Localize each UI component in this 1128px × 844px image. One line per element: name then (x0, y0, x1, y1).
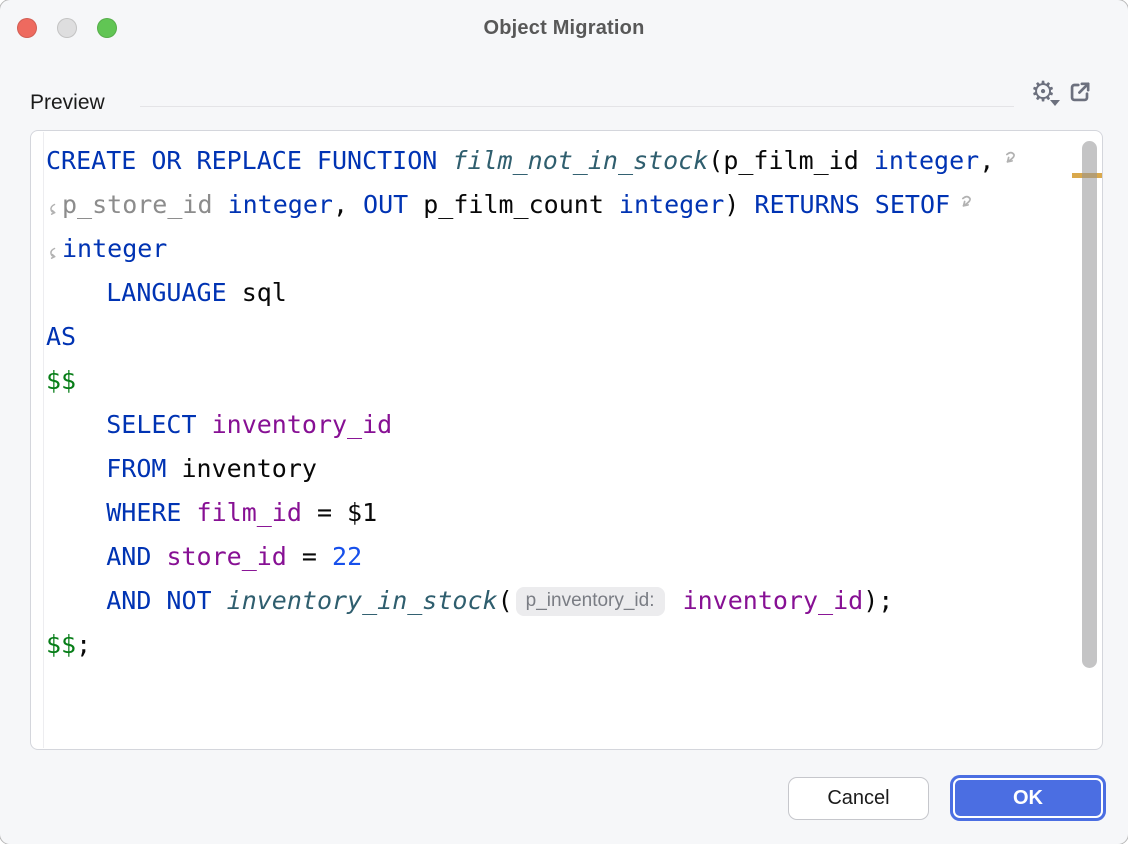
code-token: ( (708, 146, 724, 175)
code-token: inventory (166, 454, 317, 483)
ok-button[interactable]: OK (950, 775, 1106, 821)
gutter-separator (43, 132, 44, 748)
code-token: SELECT (106, 410, 197, 439)
section-separator (140, 106, 1014, 107)
code-token: inventory_id (682, 586, 864, 615)
code-token (46, 586, 106, 615)
code-token: ) (724, 190, 755, 219)
zoom-window-button[interactable] (97, 18, 117, 38)
code-token: AND NOT (106, 586, 212, 615)
code-token: = (286, 542, 333, 571)
code-token: AS (46, 322, 77, 351)
code-token: integer (873, 146, 980, 175)
code-token: sql (226, 278, 287, 307)
code-token: film_id (196, 498, 302, 527)
window-title: Object Migration (483, 17, 645, 39)
code-line: LANGUAGE sql (46, 271, 1076, 315)
code-token: p_store_id (62, 190, 213, 219)
code-token (213, 190, 228, 219)
code-token: ( (497, 586, 513, 615)
code-line: $$ (46, 359, 1076, 403)
code-token: p_film_id (723, 146, 874, 175)
code-token: p_film_count (408, 190, 619, 219)
code-token: 22 (332, 542, 363, 571)
code-token (212, 586, 227, 615)
minimize-window-button[interactable] (57, 18, 77, 38)
code-token (46, 410, 106, 439)
code-line: WHERE film_id = $1 (46, 491, 1076, 535)
soft-wrap-icon (994, 139, 1016, 183)
code-token: film_not_in_stock (452, 146, 709, 175)
code-token: LANGUAGE (106, 278, 227, 307)
code-token: FROM (106, 454, 167, 483)
soft-wrap-icon (46, 183, 62, 227)
code-token: ; (76, 630, 92, 659)
preview-section-label: Preview (30, 91, 105, 114)
code-editor[interactable]: CREATE OR REPLACE FUNCTION film_not_in_s… (30, 130, 1103, 750)
code-token: $$ (46, 366, 77, 395)
code-line: CREATE OR REPLACE FUNCTION film_not_in_s… (46, 139, 1076, 183)
code-line: AND store_id = 22 (46, 535, 1076, 579)
code-line: integer (46, 227, 1076, 271)
close-window-button[interactable] (17, 18, 37, 38)
code-token: RETURNS SETOF (754, 190, 951, 219)
code-token: , (332, 190, 364, 219)
code-line: p_store_id integer, OUT p_film_count int… (46, 183, 1076, 227)
soft-wrap-icon (950, 183, 971, 227)
code-token (46, 498, 106, 527)
code-token (197, 410, 212, 439)
code-token (46, 278, 106, 307)
code-token: integer (618, 190, 725, 219)
code-token: CREATE OR REPLACE FUNCTION (46, 146, 453, 175)
code-line: AS (46, 315, 1076, 359)
code-token: store_id (166, 542, 287, 571)
cancel-button[interactable]: Cancel (788, 777, 929, 820)
code-line: $$; (46, 623, 1076, 667)
code-token: $$ (46, 630, 77, 659)
code-token: inventory_in_stock (226, 586, 498, 615)
code-token: = $1 (301, 498, 378, 527)
code-token (46, 454, 106, 483)
code-token: integer (62, 234, 168, 263)
code-token (668, 586, 683, 615)
code-editor-lines: CREATE OR REPLACE FUNCTION film_not_in_s… (46, 139, 1076, 667)
titlebar: Object Migration (0, 0, 1128, 56)
code-token: integer (227, 190, 333, 219)
soft-wrap-icon (46, 227, 62, 271)
parameter-name-hint: p_inventory_id: (515, 587, 665, 616)
code-token (151, 542, 166, 571)
settings-gear-icon[interactable]: ⚙ (1026, 74, 1060, 110)
scrollbar-thumb[interactable] (1082, 141, 1097, 668)
open-in-editor-icon[interactable] (1066, 78, 1094, 106)
code-line: AND NOT inventory_in_stock(p_inventory_i… (46, 579, 1076, 623)
code-token: AND (106, 542, 152, 571)
code-token (181, 498, 196, 527)
code-token: WHERE (106, 498, 182, 527)
code-line: SELECT inventory_id (46, 403, 1076, 447)
code-token: ); (863, 586, 894, 615)
chevron-down-icon (1050, 100, 1060, 106)
code-token: inventory_id (211, 410, 393, 439)
code-token: OUT (363, 190, 409, 219)
code-token: , (979, 146, 995, 175)
code-line: FROM inventory (46, 447, 1076, 491)
code-token (46, 542, 106, 571)
